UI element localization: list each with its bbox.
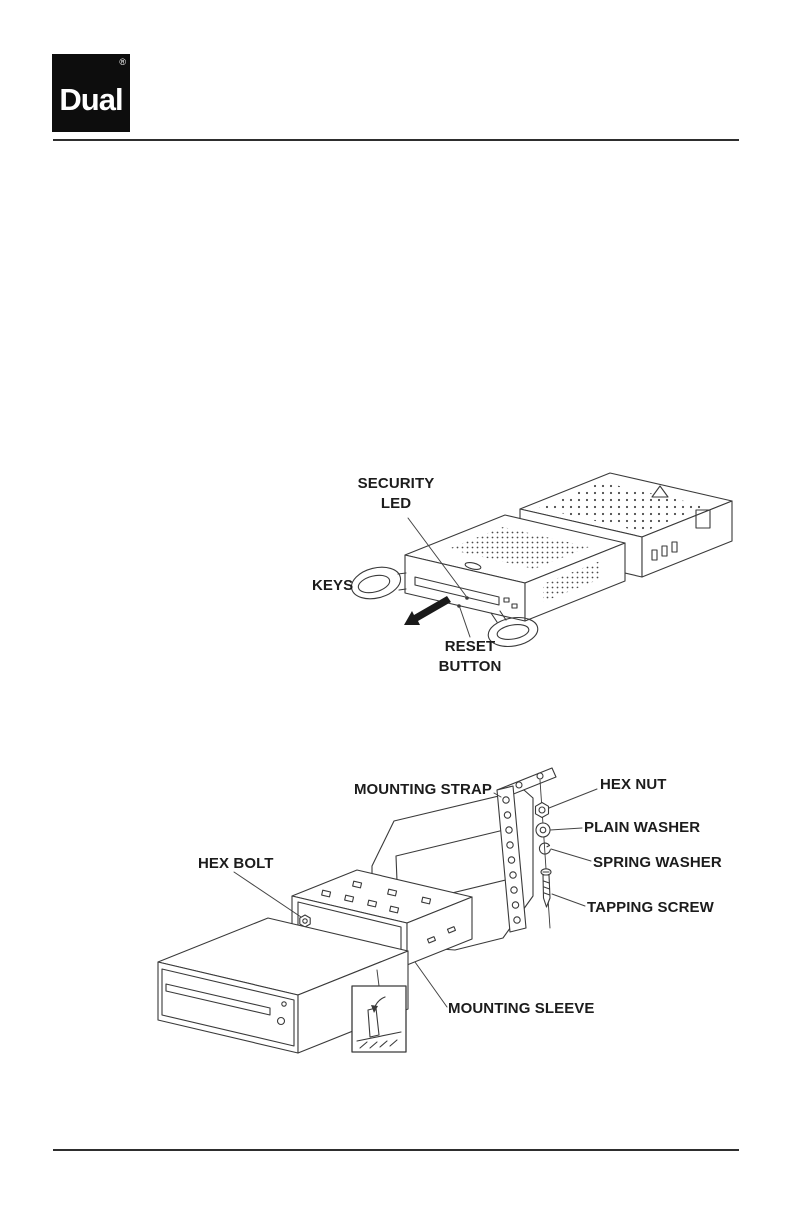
tapping-screw-drawing bbox=[540, 868, 552, 908]
brand-wordmark: Dual bbox=[59, 82, 123, 117]
label-tapping-screw: TAPPING SCREW bbox=[587, 899, 714, 916]
reset-button-dot bbox=[457, 604, 461, 608]
hex-bolt-drawing bbox=[299, 914, 311, 928]
label-hex-bolt: HEX BOLT bbox=[198, 855, 274, 872]
registered-trademark-symbol: ® bbox=[119, 57, 126, 67]
header-rule bbox=[53, 139, 739, 141]
install-leader-lines bbox=[233, 788, 598, 1008]
label-hex-nut: HEX NUT bbox=[600, 776, 667, 793]
label-mounting-strap: MOUNTING STRAP bbox=[353, 781, 492, 798]
label-mounting-sleeve: MOUNTING SLEEVE bbox=[448, 1000, 595, 1017]
plain-washer-drawing bbox=[535, 822, 551, 838]
removal-keys-drawing bbox=[350, 566, 539, 648]
label-security-led: SECURITY LED bbox=[357, 475, 435, 512]
label-keys: KEYS bbox=[312, 577, 354, 594]
footer-rule bbox=[53, 1149, 739, 1151]
dual-logo: Dual ® bbox=[52, 54, 130, 132]
mounting-strap-drawing bbox=[496, 767, 557, 933]
tab-bend-detail-inset bbox=[351, 969, 407, 1053]
removal-leader-lines bbox=[407, 517, 471, 638]
label-plain-washer: PLAIN WASHER bbox=[584, 819, 701, 836]
label-spring-washer: SPRING WASHER bbox=[593, 854, 722, 871]
fastener-hardware-drawing bbox=[534, 779, 552, 929]
spring-washer-drawing bbox=[538, 842, 551, 855]
label-reset-button: RESET BUTTON bbox=[438, 638, 502, 675]
security-led-dot bbox=[465, 596, 469, 600]
removal-direction-arrow bbox=[404, 596, 451, 625]
hex-nut-drawing bbox=[534, 801, 550, 819]
head-unit-removal-drawing bbox=[404, 514, 626, 622]
